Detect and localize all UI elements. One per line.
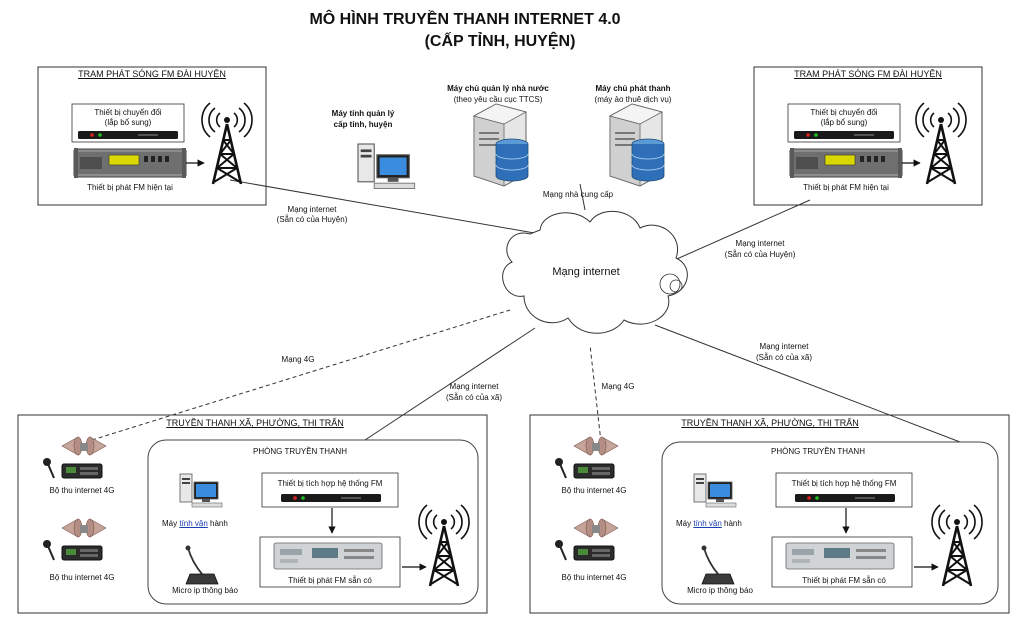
link-left-4g — [91, 309, 511, 441]
server-broadcast-label-2: (máy ảo thuê dịch vụ) — [594, 95, 672, 104]
link-right-station — [669, 199, 811, 263]
cloud-label: Mạng internet — [552, 266, 620, 278]
link-right-4g-label: Mạng 4G — [601, 382, 635, 391]
pc-label-prefix: Máy — [162, 519, 180, 528]
microphone-icon — [184, 544, 219, 585]
commune-right-receiver-2: Bộ thu internet 4G — [561, 573, 627, 582]
internet-cloud — [502, 210, 688, 334]
link-right-4g — [589, 344, 602, 443]
link-right-commune-label-2: (Sẵn có của xã) — [755, 353, 813, 362]
link-left-station-label-2: (Sẵn có của Huyện) — [276, 215, 348, 224]
link-left-commune-label-1: Mạng internet — [449, 382, 499, 391]
commune-right-heading: TRUYỀN THANH XÃ, PHƯỜNG, THỊ TRẤN — [681, 418, 859, 428]
link-right-commune-label-1: Mạng internet — [759, 342, 809, 351]
station-right-converter-2: (lắp bổ sung) — [820, 118, 868, 127]
admin-pc-label-2: cấp tỉnh, huyện — [333, 120, 393, 129]
desktop-computer-icon — [357, 143, 416, 190]
rack-unit-icon — [789, 147, 903, 179]
station-left-converter-1: Thiết bị chuyển đổi — [94, 108, 162, 117]
station-right-heading: TRẠM PHÁT SÓNG FM ĐÀI HUYỆN — [794, 69, 942, 79]
database-icon — [631, 138, 665, 182]
server-state-label-1: Máy chủ quản lý nhà nước — [447, 84, 549, 93]
diagram-title-line1: MÔ HÌNH TRUYỀN THANH INTERNET 4.0 — [309, 11, 621, 28]
link-left-station-label-1: Mạng internet — [287, 205, 337, 214]
pc-label-prefix: Máy — [676, 519, 694, 528]
commune-right-mic-label: Micro ip thông báo — [687, 586, 753, 595]
diagram-title-line2: (CẤP TỈNH, HUYỆN) — [424, 33, 576, 50]
commune-left-pc-label: Máy tính vận hành — [162, 519, 228, 528]
rack-unit-icon — [73, 147, 187, 179]
link-left-station — [229, 179, 541, 235]
desktop-computer-icon — [179, 473, 223, 508]
database-icon — [495, 138, 529, 182]
desktop-computer-icon — [693, 473, 737, 508]
link-left-commune-label-2: (Sẵn có của xã) — [445, 393, 503, 402]
connection-lines — [91, 179, 961, 443]
link-left-commune — [364, 327, 536, 441]
link-right-commune — [654, 324, 961, 443]
antenna-tower-icon — [914, 101, 968, 186]
station-right-converter-1: Thiết bị chuyển đổi — [810, 108, 878, 117]
commune-left-integrator-label: Thiết bị tích hợp hệ thống FM — [277, 479, 383, 488]
station-left-box — [37, 66, 267, 206]
station-left-converter-2: (lắp bổ sung) — [104, 118, 152, 127]
rack-unit-icon — [785, 542, 895, 570]
commune-right-box — [529, 414, 1010, 614]
station-right-box — [753, 66, 983, 206]
room-right-box — [661, 441, 999, 605]
pc-label-suffix: hành — [721, 519, 742, 528]
receiver-box-icon — [43, 437, 106, 478]
provider-network-label: Mạng nhà cung cấp — [542, 190, 614, 199]
commune-right-integrator-label: Thiết bị tích hợp hệ thống FM — [791, 479, 897, 488]
link-right-station-label-1: Mạng internet — [735, 239, 785, 248]
microphone-icon — [700, 544, 735, 585]
admin-pc-label-1: Máy tính quản lý — [331, 109, 395, 118]
receiver-box-icon — [555, 437, 618, 478]
room-left-box — [147, 439, 479, 605]
pc-label-suffix: hành — [207, 519, 228, 528]
station-right-transmitter-label: Thiết bị phát FM hiện tại — [803, 183, 889, 192]
pc-label-link[interactable]: tính vận — [179, 519, 208, 528]
receiver-box-icon — [43, 519, 106, 560]
commune-left-heading: TRUYỀN THANH XÃ, PHƯỜNG, THỊ TRẤN — [166, 418, 344, 428]
commune-right-pc-label: Máy tính vận hành — [676, 519, 742, 528]
antenna-tower-icon — [417, 503, 471, 588]
server-broadcast-label-1: Máy chủ phát thanh — [595, 84, 671, 93]
rack-unit-icon — [273, 542, 383, 570]
commune-left-box — [17, 414, 488, 614]
commune-left-receiver-1: Bộ thu internet 4G — [49, 486, 115, 495]
commune-right-fm-label: Thiết bị phát FM sẵn có — [802, 576, 886, 585]
commune-left-mic-label: Micro ip thông báo — [172, 586, 238, 595]
antenna-tower-icon — [930, 503, 984, 588]
commune-left-room-heading: PHÒNG TRUYỀN THANH — [253, 447, 347, 456]
receiver-box-icon — [555, 519, 618, 560]
station-left-transmitter-label: Thiết bị phát FM hiện tại — [87, 183, 173, 192]
link-provider — [579, 183, 586, 211]
antenna-tower-icon — [200, 101, 254, 186]
commune-right-room-heading: PHÒNG TRUYỀN THANH — [771, 447, 865, 456]
link-right-station-label-2: (Sẵn có của Huyện) — [724, 250, 796, 259]
pc-label-link[interactable]: tính vận — [693, 519, 722, 528]
station-left-heading: TRẠM PHÁT SÓNG FM ĐÀI HUYỆN — [78, 69, 226, 79]
commune-right-receiver-1: Bộ thu internet 4G — [561, 486, 627, 495]
server-state-label-2: (theo yêu cầu cục TTCS) — [453, 95, 543, 104]
commune-left-fm-label: Thiết bị phát FM sẵn có — [288, 576, 372, 585]
commune-left-receiver-2: Bộ thu internet 4G — [49, 573, 115, 582]
link-left-4g-label: Mạng 4G — [281, 355, 315, 364]
